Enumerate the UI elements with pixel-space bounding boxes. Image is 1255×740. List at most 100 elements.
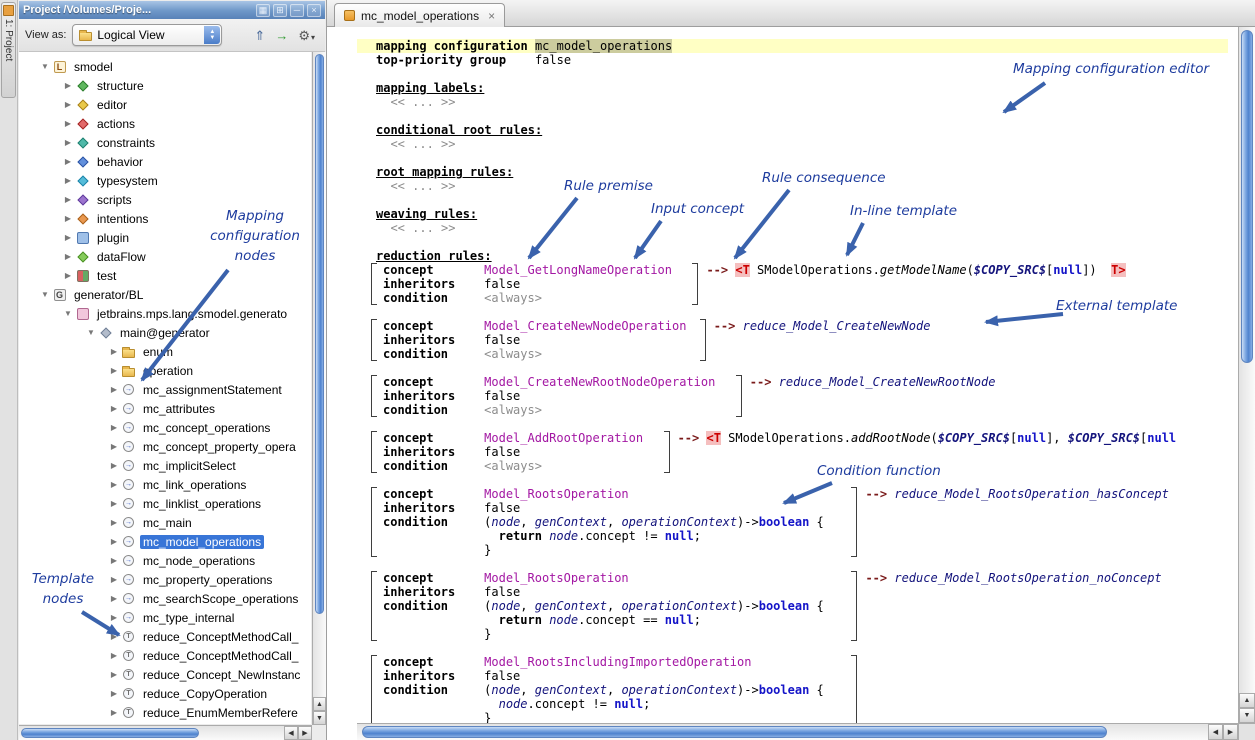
tree-item-main-generator[interactable]: ▼main@generator: [19, 323, 311, 342]
code-line[interactable]: concept Model_RootsIncludingImportedOper…: [377, 655, 851, 669]
code-seg-p[interactable]: (: [484, 683, 492, 697]
code-seg-p[interactable]: false: [484, 333, 521, 347]
tree-expand-arrow-icon[interactable]: ▶: [110, 594, 118, 603]
code-seg-p[interactable]: ==: [635, 613, 665, 627]
project-tool-window-tab[interactable]: 1: Project: [1, 2, 16, 98]
code-seg-null[interactable]: null: [664, 529, 694, 543]
code-seg-arr[interactable]: -->: [749, 375, 779, 389]
code-seg-p[interactable]: )->: [737, 599, 759, 613]
code-line[interactable]: [357, 193, 1228, 207]
tree-expand-arrow-icon[interactable]: ▶: [110, 689, 118, 698]
code-line[interactable]: condition <always>: [377, 347, 700, 361]
code-seg-kw[interactable]: condition: [383, 599, 449, 613]
tree-item-mc-node-operations[interactable]: ▶→mc_node_operations: [19, 551, 311, 570]
code-seg-always[interactable]: <always>: [484, 459, 542, 473]
tree-expand-arrow-icon[interactable]: ▼: [64, 309, 72, 318]
code-seg-arr[interactable]: -->: [677, 431, 707, 445]
scroll-left-icon[interactable]: ◀: [1208, 724, 1223, 740]
code-seg-kw[interactable]: concept: [383, 655, 434, 669]
code-seg-p[interactable]: (: [966, 263, 974, 277]
code-seg-param[interactable]: node: [549, 529, 579, 543]
code-line[interactable]: [357, 109, 1228, 123]
code-seg-arr[interactable]: -->: [865, 571, 895, 585]
code-line[interactable]: root mapping rules:: [357, 165, 1228, 179]
reduction-rule[interactable]: concept Model_CreateNewRootNodeOperation…: [357, 375, 1228, 417]
code-line[interactable]: inheritors false: [377, 333, 700, 347]
code-seg-kw[interactable]: mapping configuration: [376, 39, 535, 53]
tree-expand-arrow-icon[interactable]: ▶: [64, 195, 72, 204]
tree-expand-arrow-icon[interactable]: ▶: [110, 632, 118, 641]
tree-item-typesystem[interactable]: ▶typesystem: [19, 171, 311, 190]
code-line[interactable]: concept Model_CreateNewNodeOperation: [377, 319, 700, 333]
code-seg-p[interactable]: )->: [737, 515, 759, 529]
code-seg-p[interactable]: }: [484, 711, 492, 723]
tree-item-mc-property-operations[interactable]: ▶→mc_property_operations: [19, 570, 311, 589]
float-window-icon[interactable]: ⊞: [273, 3, 287, 17]
code-seg-kw[interactable]: inheritors: [383, 501, 456, 515]
code-seg-hdr[interactable]: conditional root rules:: [376, 123, 543, 137]
tree-expand-arrow-icon[interactable]: ▶: [110, 347, 118, 356]
code-seg-null[interactable]: null: [1053, 263, 1083, 277]
code-line[interactable]: [357, 305, 1228, 319]
tree-expand-arrow-icon[interactable]: ▶: [64, 81, 72, 90]
tree-horizontal-scrollbar[interactable]: ◀ ▶: [19, 725, 312, 740]
code-line[interactable]: }: [377, 627, 851, 641]
scroll-right-icon[interactable]: ▶: [1223, 724, 1238, 740]
tree-expand-arrow-icon[interactable]: ▶: [64, 233, 72, 242]
code-line[interactable]: weaving rules:: [357, 207, 1228, 221]
code-seg-tref[interactable]: reduce_Model_CreateNewRootNode: [778, 375, 996, 389]
tree-item-plugin[interactable]: ▶plugin: [19, 228, 311, 247]
code-line[interactable]: node.concept != null;: [377, 697, 851, 711]
code-seg-arr[interactable]: -->: [865, 487, 895, 501]
code-seg-arr[interactable]: -->: [713, 319, 743, 333]
tree-item-mc-link-operations[interactable]: ▶→mc_link_operations: [19, 475, 311, 494]
tree-expand-arrow-icon[interactable]: ▶: [110, 499, 118, 508]
tree-item-enum[interactable]: ▶enum: [19, 342, 311, 361]
tree-item-dataFlow[interactable]: ▶dataFlow: [19, 247, 311, 266]
code-seg-kw[interactable]: concept: [383, 263, 434, 277]
reduction-rule[interactable]: concept Model_AddRootOperation inheritor…: [357, 431, 1228, 473]
code-line[interactable]: inheritors false: [377, 445, 664, 459]
code-seg-param[interactable]: operationContext: [621, 515, 738, 529]
code-seg-tref[interactable]: reduce_Model_RootsOperation_hasConcept: [894, 487, 1169, 501]
reduction-rule[interactable]: concept Model_GetLongNameOperation inher…: [357, 263, 1228, 305]
rule-consequence[interactable]: --> reduce_Model_RootsOperation_noConcep…: [865, 571, 1167, 585]
scrollbar-thumb[interactable]: [362, 726, 1107, 738]
code-seg-kw[interactable]: condition: [383, 515, 449, 529]
code-line[interactable]: inheritors false: [377, 585, 851, 599]
code-seg-p[interactable]: }: [484, 543, 492, 557]
code-line[interactable]: return node.concept != null;: [377, 529, 851, 543]
tree-expand-arrow-icon[interactable]: ▼: [41, 62, 49, 71]
reduction-rule[interactable]: concept Model_CreateNewNodeOperation inh…: [357, 319, 1228, 361]
tree-expand-arrow-icon[interactable]: ▶: [110, 385, 118, 394]
tree-expand-arrow-icon[interactable]: ▶: [110, 556, 118, 565]
code-seg-it[interactable]: getModelName: [879, 263, 967, 277]
code-seg-hdr[interactable]: root mapping rules:: [376, 165, 514, 179]
minimize-icon[interactable]: ─: [290, 3, 304, 17]
tree-expand-arrow-icon[interactable]: ▶: [110, 442, 118, 451]
combo-stepper-icon[interactable]: ▲ ▼: [204, 26, 221, 44]
code-seg-tl[interactable]: <T: [706, 431, 721, 445]
tree-expand-arrow-icon[interactable]: ▶: [64, 138, 72, 147]
code-seg-param[interactable]: genContext: [534, 599, 607, 613]
code-line[interactable]: << ... >>: [357, 95, 1228, 109]
scrollbar-thumb[interactable]: [315, 54, 324, 614]
code-seg-param[interactable]: node: [549, 613, 579, 627]
code-seg-p[interactable]: false: [484, 389, 521, 403]
code-seg-gray[interactable]: << ... >>: [390, 137, 456, 151]
code-seg-p[interactable]: .concept: [578, 613, 636, 627]
tree-item-mc-implicitSelect[interactable]: ▶→mc_implicitSelect: [19, 456, 311, 475]
code-seg-p[interactable]: [: [1140, 431, 1148, 445]
rule-consequence[interactable]: --> <T SModelOperations.getModelName($CO…: [706, 263, 1131, 277]
rule-consequence[interactable]: --> reduce_Model_CreateNewNode: [714, 319, 937, 333]
tree-expand-arrow-icon[interactable]: ▶: [110, 461, 118, 470]
editor-horizontal-scrollbar[interactable]: ◀ ▶: [357, 723, 1238, 740]
code-seg-p[interactable]: !=: [635, 529, 665, 543]
code-seg-p[interactable]: }: [484, 627, 492, 641]
code-seg-tl[interactable]: <T: [735, 263, 750, 277]
tree-expand-arrow-icon[interactable]: ▶: [64, 271, 72, 280]
tree-item-mc-searchScope-operations[interactable]: ▶→mc_searchScope_operations: [19, 589, 311, 608]
